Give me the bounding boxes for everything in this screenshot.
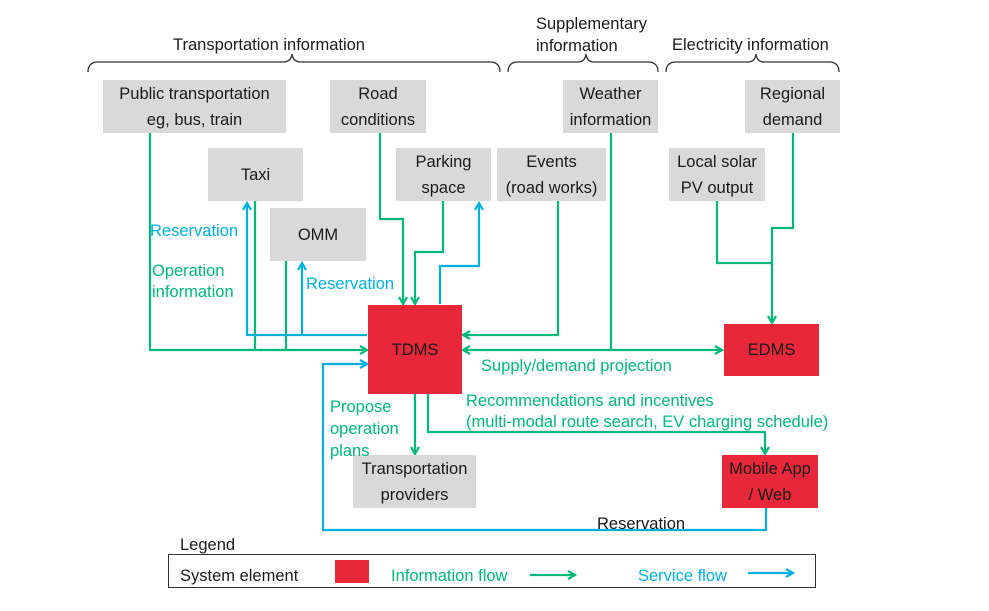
flow-road-to-tdms bbox=[378, 133, 403, 304]
node-omm[interactable]: OMM bbox=[270, 208, 366, 261]
flow-tdms-to-taxi bbox=[247, 203, 367, 337]
label-recommendations: Recommendations and incentives (multi-mo… bbox=[466, 392, 829, 431]
node-transportation-providers[interactable]: Transportation providers bbox=[353, 455, 476, 508]
node-parking-space[interactable]: Parking space bbox=[396, 148, 491, 201]
node-local-solar[interactable]: Local solar PV output bbox=[669, 148, 765, 201]
flow-parking-to-tdms bbox=[415, 201, 445, 304]
label-supply-demand-projection: Supply/demand projection bbox=[481, 357, 672, 375]
node-road-conditions[interactable]: Road conditions bbox=[330, 80, 426, 133]
flow-events-to-tdms bbox=[463, 201, 560, 335]
legend-service-flow-label: Service flow bbox=[638, 567, 727, 585]
flow-mobile-to-tdms bbox=[321, 364, 768, 532]
flow-tdms-to-mobile bbox=[426, 394, 765, 454]
node-tdms[interactable]: TDMS bbox=[368, 305, 462, 394]
flow-regional-to-edms bbox=[772, 133, 795, 323]
node-mobile-app[interactable]: Mobile App / Web bbox=[722, 455, 818, 508]
label-operation-information: Operation information bbox=[152, 262, 234, 301]
flow-public-to-tdms bbox=[148, 133, 367, 350]
bracket-transportation bbox=[87, 53, 501, 73]
bracket-supplementary bbox=[507, 53, 659, 73]
legend bbox=[168, 554, 816, 588]
group-transportation-label: Transportation information bbox=[173, 36, 365, 54]
legend-system-element-swatch bbox=[335, 560, 369, 583]
label-reservation-app: Reservation bbox=[597, 515, 686, 533]
node-taxi[interactable]: Taxi bbox=[208, 148, 303, 201]
label-reservation-omm: Reservation bbox=[306, 275, 395, 293]
node-weather-information[interactable]: Weather information bbox=[563, 80, 658, 133]
bracket-electricity bbox=[665, 53, 840, 73]
label-propose-operation-plans: Propose operation plans bbox=[330, 398, 399, 460]
legend-system-element-label: System element bbox=[180, 567, 299, 585]
label-reservation-taxi: Reservation bbox=[150, 222, 239, 240]
node-events[interactable]: Events (road works) bbox=[497, 148, 606, 201]
node-public-transportation[interactable]: Public transportation eg, bus, train bbox=[103, 80, 286, 133]
node-edms[interactable]: EDMS bbox=[724, 324, 819, 376]
legend-title: Legend bbox=[180, 536, 236, 554]
flow-solar-to-edms bbox=[715, 201, 772, 265]
legend-information-flow-label: Information flow bbox=[391, 567, 508, 585]
flow-tdms-to-parking bbox=[438, 203, 479, 304]
group-supplementary-label: Supplementary information bbox=[536, 15, 647, 55]
group-electricity-label: Electricity information bbox=[672, 36, 829, 54]
node-regional-demand[interactable]: Regional demand bbox=[745, 80, 840, 133]
